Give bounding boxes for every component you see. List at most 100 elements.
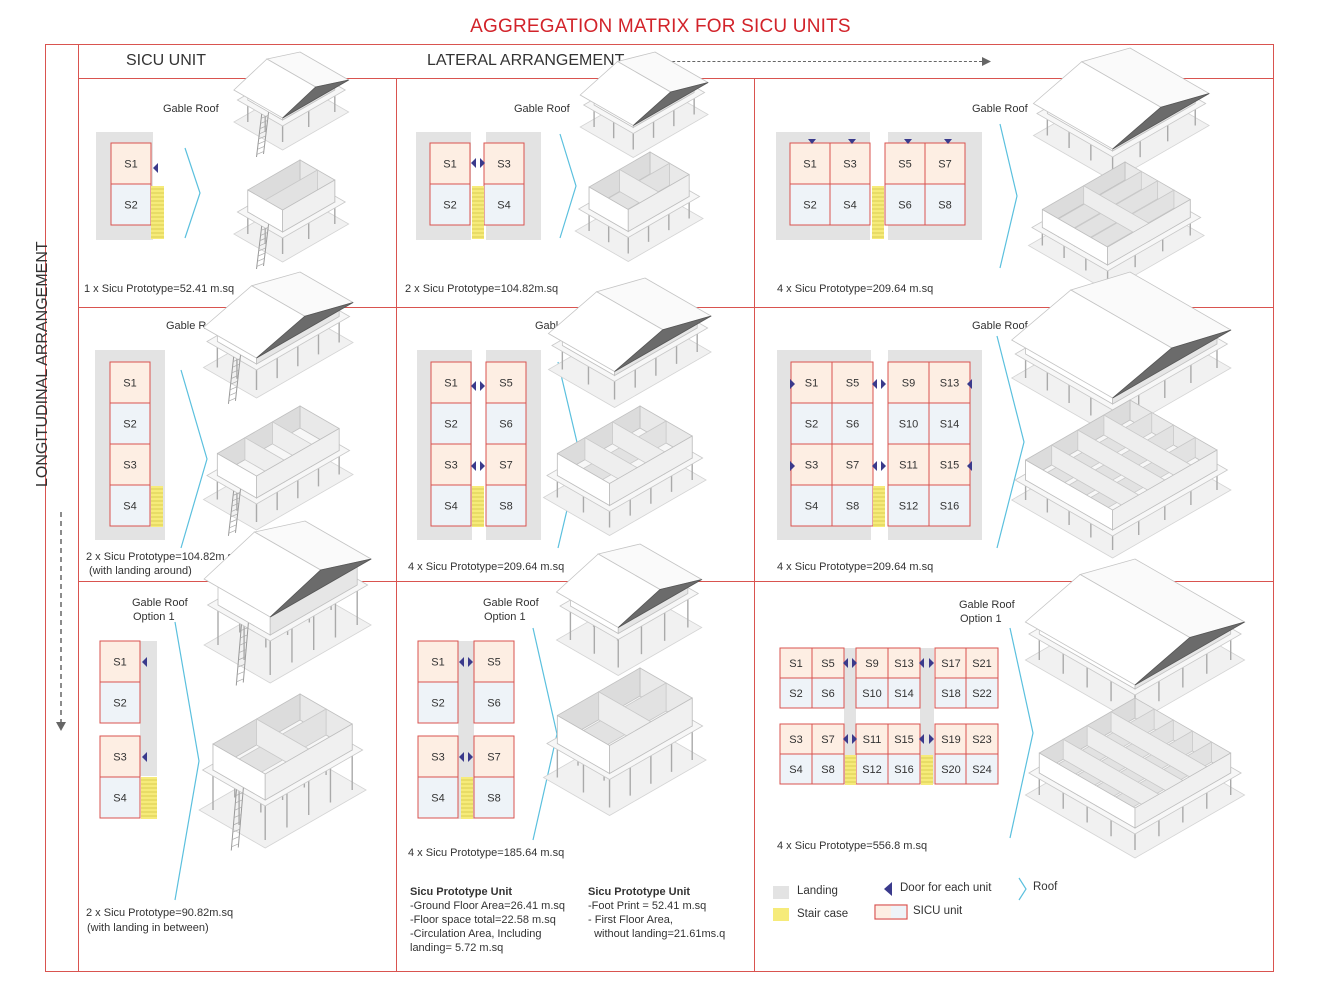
isometric-building (574, 151, 704, 262)
landing-area (920, 648, 934, 784)
isometric-building (233, 159, 350, 270)
sicu-unit-cell (855, 723, 889, 755)
unit-label: S1 (805, 378, 818, 390)
sicu-unit-cell (430, 402, 472, 445)
door-icon (881, 379, 886, 389)
unit-note-b-line: -Foot Print = 52.41 m.sq (588, 900, 707, 912)
sicu-unit-cell (887, 443, 930, 486)
unit-label: S12 (862, 764, 882, 776)
sicu-unit-cell (924, 183, 966, 226)
roof-gable (1134, 621, 1245, 686)
roof-chevron-icon (180, 369, 208, 549)
sicu-unit-cell (884, 183, 926, 226)
unit-label: S3 (789, 734, 802, 746)
legend-roof: Roof (1033, 881, 1058, 893)
unit-label: S2 (113, 698, 126, 710)
sicu-unit-cell (417, 681, 459, 724)
door-icon (872, 461, 877, 471)
unit-label: S3 (113, 752, 126, 764)
sicu-unit-cell (811, 753, 845, 785)
sicu-unit-cell (965, 647, 999, 679)
door-icon (790, 461, 795, 471)
isometric-building (1024, 558, 1246, 724)
unit-label: S1 (431, 657, 444, 669)
roof-label: Gable Roof (514, 103, 570, 115)
unit-label: S15 (894, 734, 914, 746)
unit-label: S6 (898, 200, 911, 212)
sicu-unit-cell (965, 677, 999, 709)
wall (1107, 198, 1191, 266)
sicu-unit-cell (110, 183, 152, 226)
roof-gable (632, 82, 709, 126)
unit-note-a-title: Sicu Prototype Unit (410, 886, 513, 898)
legend-staircase: Stair case (797, 908, 849, 920)
sicu-unit-cell (430, 484, 472, 527)
unit-label: S14 (894, 688, 914, 700)
stair-rail (234, 487, 242, 533)
roof-gable (269, 558, 372, 618)
unit-label: S21 (972, 658, 992, 670)
door-icon (852, 734, 857, 744)
sicu-unit-cell (928, 361, 971, 404)
door-icon (480, 381, 485, 391)
stair-rail (263, 110, 270, 155)
door-icon (153, 163, 158, 173)
unit-label: S9 (865, 658, 878, 670)
sicu-unit-cell (887, 677, 921, 709)
roof-chevron-icon (532, 627, 558, 841)
unit-label: S24 (972, 764, 992, 776)
sicu-unit-cell (790, 484, 833, 527)
floor-plan: S1S2S3S4S5S6S7S8S9S10S11S12S13S14S15S16S… (779, 647, 999, 785)
unit-label: S18 (941, 688, 961, 700)
sicu-unit-cell (887, 402, 930, 445)
roof-chevron-icon (559, 133, 577, 239)
door-icon (843, 734, 848, 744)
area-caption: 4 x Sicu Prototype=185.64 m.sq (408, 847, 565, 859)
legend-sicu: SICU unit (913, 905, 963, 917)
unit-label: S7 (846, 460, 859, 472)
unit-label: S5 (846, 378, 859, 390)
isometric-building (1027, 161, 1205, 292)
door-icon (852, 658, 857, 668)
unit-label: S2 (789, 688, 802, 700)
unit-note-a: Sicu Prototype Unit -Ground Floor Area=2… (410, 885, 565, 955)
unit-label: S1 (789, 658, 802, 670)
unit-label: S23 (972, 734, 992, 746)
unit-label: S3 (123, 460, 136, 472)
stair-rail (235, 624, 242, 686)
isometric-building (579, 51, 710, 158)
unit-label: S3 (431, 752, 444, 764)
unit-label: S9 (902, 378, 915, 390)
stair-rail (234, 353, 242, 401)
roof-option-label: Option 1 (484, 611, 526, 623)
wall (264, 723, 353, 801)
unit-label: S1 (443, 159, 456, 171)
sicu-unit-cell (928, 484, 971, 527)
door-icon (459, 657, 464, 667)
isometric-building (1010, 399, 1232, 559)
door-icon (881, 461, 886, 471)
unit-label: S3 (444, 460, 457, 472)
unit-label: S6 (846, 419, 859, 431)
door-icon (967, 461, 972, 471)
sicu-unit-cell (934, 753, 968, 785)
sicu-unit-cell (831, 443, 874, 486)
staircase (872, 186, 884, 239)
area-caption: 4 x Sicu Prototype=209.64 m.sq (408, 561, 565, 573)
sicu-unit-cell (779, 677, 813, 709)
landing-area (140, 641, 157, 776)
door-icon (843, 658, 848, 668)
sicu-unit-cell (965, 753, 999, 785)
sicu-unit-cell (430, 361, 472, 404)
sicu-unit-cell (855, 647, 889, 679)
door-icon (468, 657, 473, 667)
unit-label: S13 (940, 378, 960, 390)
unit-label: S15 (940, 460, 960, 472)
staircase (151, 186, 164, 239)
sicu-unit-cell (417, 776, 459, 819)
unit-label: S2 (805, 419, 818, 431)
